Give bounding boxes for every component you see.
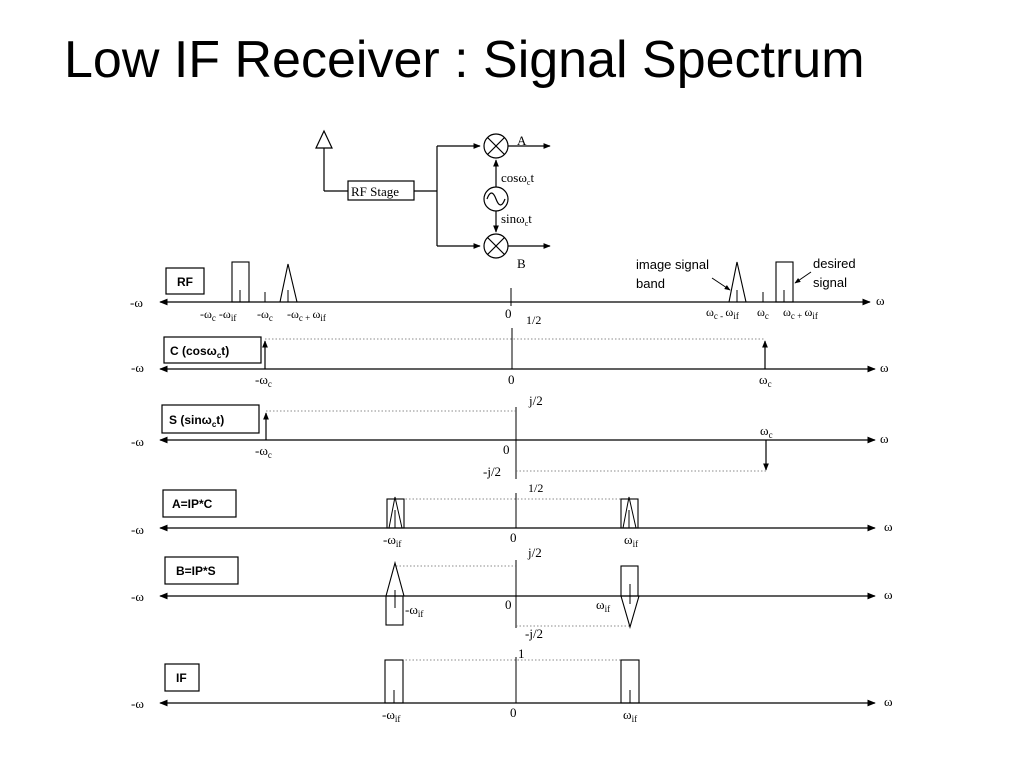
b-zero: 0	[505, 597, 512, 612]
b-amplitude-bottom: -j/2	[525, 626, 543, 641]
rf-spectrum-row: RF	[159, 261, 871, 306]
b-neg-label: -ωif	[405, 602, 423, 619]
if-label-box	[164, 663, 200, 692]
s-label-box	[161, 404, 260, 434]
s-amplitude-bottom: -j/2	[483, 464, 501, 479]
s-pos-label: ωc	[760, 423, 773, 440]
b-spectrum-row	[159, 556, 876, 629]
rf-omega: ω	[876, 293, 885, 308]
if-label: IF	[176, 671, 187, 685]
a-pos-label: ωif	[624, 532, 638, 549]
rf-pos-image-band	[728, 261, 747, 303]
a-label: A=IP*C	[172, 497, 213, 511]
rf-pos-tick-label-3: ωc + ωif	[783, 305, 818, 321]
if-amplitude: 1	[518, 646, 525, 661]
c-omega: ω	[880, 360, 889, 375]
rf-label: RF	[177, 275, 193, 289]
rf-pos-tick-label-2: ωc	[757, 305, 769, 321]
oscillator-icon	[483, 186, 509, 212]
rf-pos-tick-label-1: ωc - ωif	[706, 305, 739, 321]
b-pos-triangle	[620, 595, 640, 629]
if-omega: ω	[884, 694, 893, 709]
c-label: C (cosωct)	[170, 344, 229, 360]
output-a-label: A	[517, 133, 527, 148]
if-zero: 0	[510, 705, 517, 720]
slide-title: Low IF Receiver : Signal Spectrum	[64, 31, 865, 89]
s-omega: ω	[880, 431, 889, 446]
a-pos-triangle	[622, 496, 637, 529]
if-neg-label: -ωif	[382, 707, 400, 724]
c-amplitude-label: 1/2	[526, 313, 541, 327]
mixer-a-icon	[483, 133, 509, 159]
rf-pos-tick-labels: ωc - ωif ωc ωc + ωif	[706, 305, 818, 321]
b-label-box	[164, 556, 239, 585]
c-neg-omega: -ω	[131, 360, 144, 375]
a-omega: ω	[884, 519, 893, 534]
mixer-b-icon	[483, 233, 509, 259]
sin-lo-label: sinωct	[501, 211, 532, 228]
antenna-icon	[315, 129, 333, 149]
s-label: S (sinωct)	[169, 413, 224, 429]
output-b-label: B	[517, 256, 526, 271]
rf-neg-image-band	[279, 263, 298, 303]
if-pos-label: ωif	[623, 707, 637, 724]
image-annotation-arrow	[711, 277, 731, 291]
rf-stage-label: RF Stage	[351, 184, 399, 199]
b-amplitude-top: j/2	[527, 545, 542, 560]
c-pos-label: ωc	[759, 372, 772, 389]
rf-label-box	[165, 267, 205, 295]
b-pos-label: ωif	[596, 597, 610, 614]
rf-neg-tick-labels: -ωc -ωif -ωc -ωc + ωif	[200, 307, 326, 323]
a-spectrum-row	[159, 489, 876, 532]
s-neg-label: -ωc	[255, 443, 272, 460]
a-neg-omega: -ω	[131, 522, 144, 537]
b-neg-omega: -ω	[131, 589, 144, 604]
b-label: B=IP*S	[176, 564, 216, 578]
b-omega: ω	[884, 587, 893, 602]
if-spectrum-row	[159, 657, 876, 707]
rf-neg-tick-label-3: -ωc + ωif	[287, 307, 326, 323]
rf-neg-omega: -ω	[130, 295, 143, 310]
c-zero: 0	[508, 372, 515, 387]
a-amplitude: 1/2	[528, 481, 543, 495]
a-neg-triangle	[388, 496, 403, 529]
a-zero: 0	[510, 530, 517, 545]
a-label-box	[162, 489, 237, 518]
c-spectrum-row	[159, 328, 876, 373]
s-spectrum-row	[159, 404, 876, 479]
desired-annotation-arrow	[794, 271, 812, 284]
b-neg-triangle	[385, 560, 405, 597]
rf-neg-tick-label-1: -ωc -ωif	[200, 307, 236, 323]
a-neg-label: -ωif	[383, 532, 401, 549]
if-neg-omega: -ω	[131, 696, 144, 711]
s-amplitude-top: j/2	[528, 393, 543, 408]
c-neg-label: -ωc	[255, 372, 272, 389]
c-label-box	[163, 336, 262, 364]
s-neg-omega: -ω	[131, 434, 144, 449]
s-zero: 0	[503, 442, 510, 457]
rf-neg-tick-label-2: -ωc	[257, 307, 273, 323]
rf-zero: 0	[505, 306, 512, 321]
cos-lo-label: cosωct	[501, 170, 534, 187]
receiver-block-diagram	[315, 129, 551, 259]
